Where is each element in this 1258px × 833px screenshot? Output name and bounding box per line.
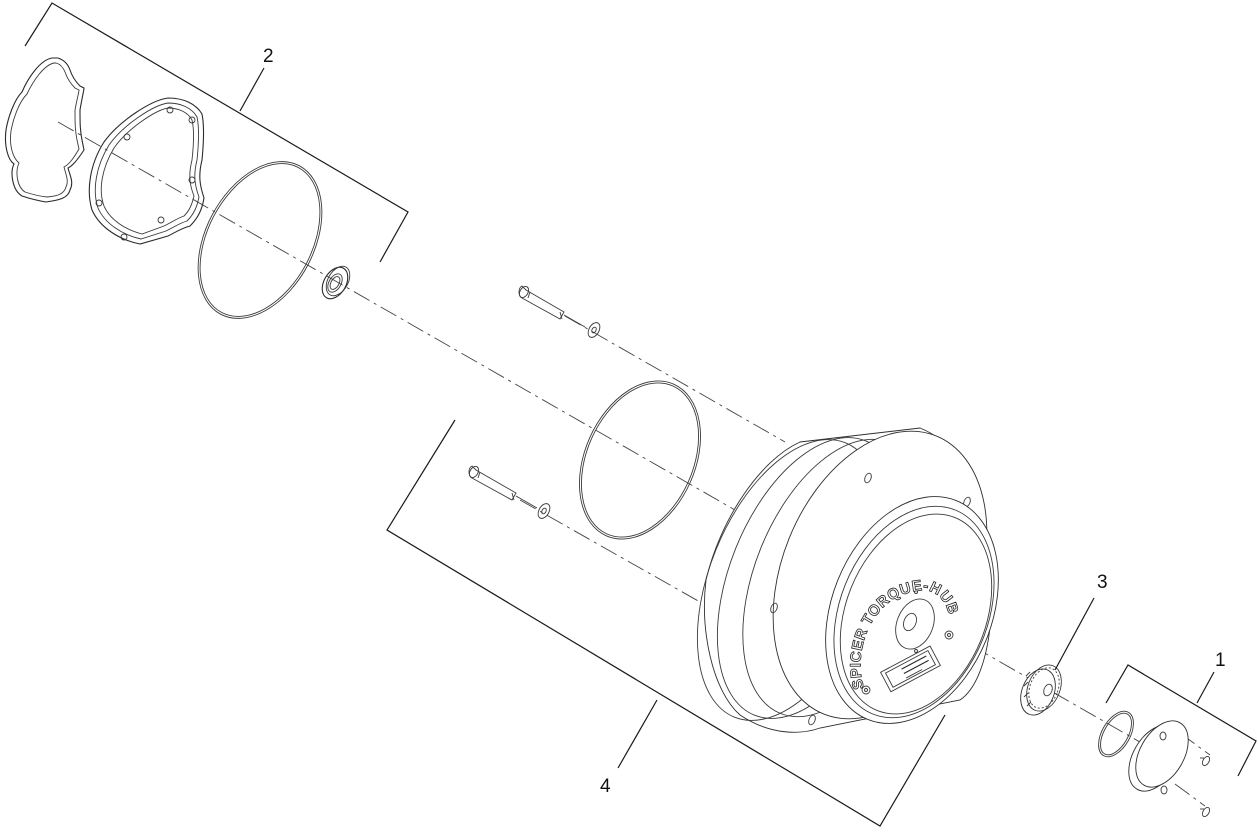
callout-label-1[interactable]: 1 — [1215, 650, 1226, 671]
callout-label-3[interactable]: 3 — [1097, 572, 1108, 593]
torque-hub-housing[interactable]: SPICER TORQUE-HUB — [660, 399, 1030, 751]
callout-bracket-1 — [1105, 664, 1257, 777]
callout-label-4[interactable]: 4 — [600, 776, 611, 797]
hub-o-ring[interactable] — [556, 362, 724, 558]
large-o-ring[interactable] — [173, 140, 347, 339]
input-gear[interactable] — [1014, 660, 1068, 720]
bolt-lower[interactable] — [468, 465, 538, 509]
flat-gasket[interactable] — [4, 57, 85, 203]
cover-screw-lower[interactable] — [1200, 806, 1211, 818]
cover-o-ring[interactable] — [1091, 705, 1140, 762]
end-cover[interactable] — [1118, 712, 1199, 800]
callout-bracket-2 — [24, 2, 409, 263]
callout-leader-3 — [1054, 597, 1095, 671]
nameplate — [879, 645, 941, 693]
cover-gasket[interactable] — [88, 97, 205, 245]
cover-screw-upper[interactable] — [1200, 755, 1211, 767]
washer-lower[interactable] — [536, 502, 553, 521]
washer-upper[interactable] — [586, 321, 603, 340]
shaft-seal[interactable] — [317, 262, 355, 303]
callout-label-2[interactable]: 2 — [263, 46, 274, 67]
callout-bracket-4 — [386, 419, 946, 827]
bolt-upper[interactable] — [518, 285, 586, 328]
